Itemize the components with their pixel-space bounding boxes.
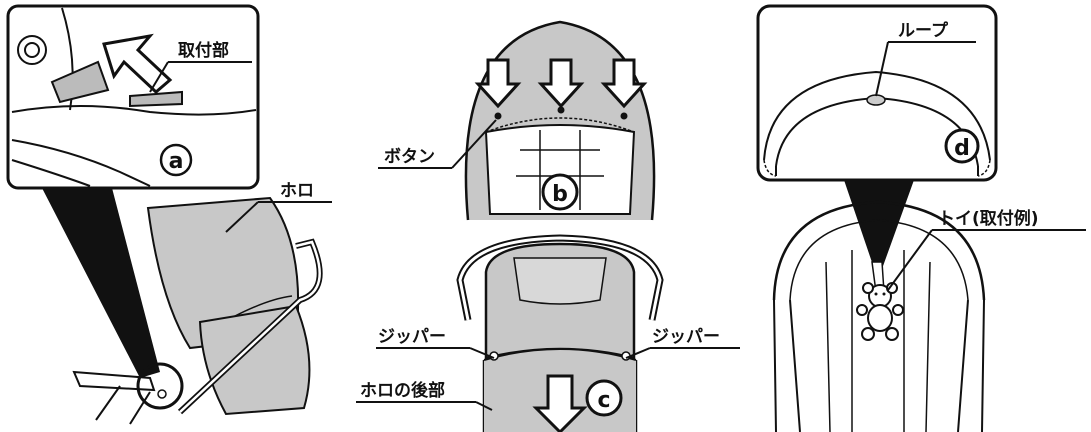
toy-bear-icon	[856, 282, 904, 341]
hood-interior-view	[772, 200, 986, 301]
loop-part	[866, 94, 886, 106]
marker-a-letter: a	[169, 149, 184, 174]
inset-box-d: ループ d	[756, 4, 998, 182]
button-dot-2	[557, 106, 565, 114]
inset-box-a: 取付部 a	[6, 4, 260, 190]
label-loop: ループ	[898, 20, 949, 41]
left-panel: 取付部 a ホロ	[6, 4, 332, 425]
arrow-down-icon-1	[474, 58, 522, 109]
marker-b-circle	[541, 173, 579, 211]
marker-c-circle	[585, 379, 623, 417]
button-dot-1	[494, 112, 502, 120]
label-attachment-part: 取付部	[178, 40, 229, 61]
marker-b-letter: b	[552, 182, 568, 207]
marker-a-circle	[159, 143, 193, 177]
arrow-down-icon-3	[600, 58, 648, 109]
label-hood: ホロ	[280, 181, 314, 201]
label-button: ボタン	[384, 147, 435, 167]
right-panel: ループ d トイ(取付例)	[756, 4, 1086, 432]
marker-d-circle	[944, 128, 980, 164]
arrow-down-icon-large	[532, 374, 588, 432]
highlight-circle	[136, 362, 184, 410]
arrow-up-left-icon	[102, 33, 173, 95]
arrow-down-icon-2	[537, 58, 585, 109]
button-dot-3	[620, 112, 628, 120]
label-zipper-right: ジッパー	[652, 327, 720, 347]
middle-panel: ボタン b ジッパー ジッパー ホロの後部 c	[356, 20, 740, 432]
label-hood-rear: ホロの後部	[360, 380, 445, 401]
armrest	[72, 370, 156, 392]
marker-c-letter: c	[597, 388, 610, 413]
label-toy-example: トイ(取付例)	[938, 208, 1039, 229]
callout-wedge-a	[42, 188, 160, 378]
marker-d-letter: d	[954, 136, 970, 161]
label-zipper-left: ジッパー	[378, 327, 446, 347]
stroller-seat	[198, 304, 311, 416]
